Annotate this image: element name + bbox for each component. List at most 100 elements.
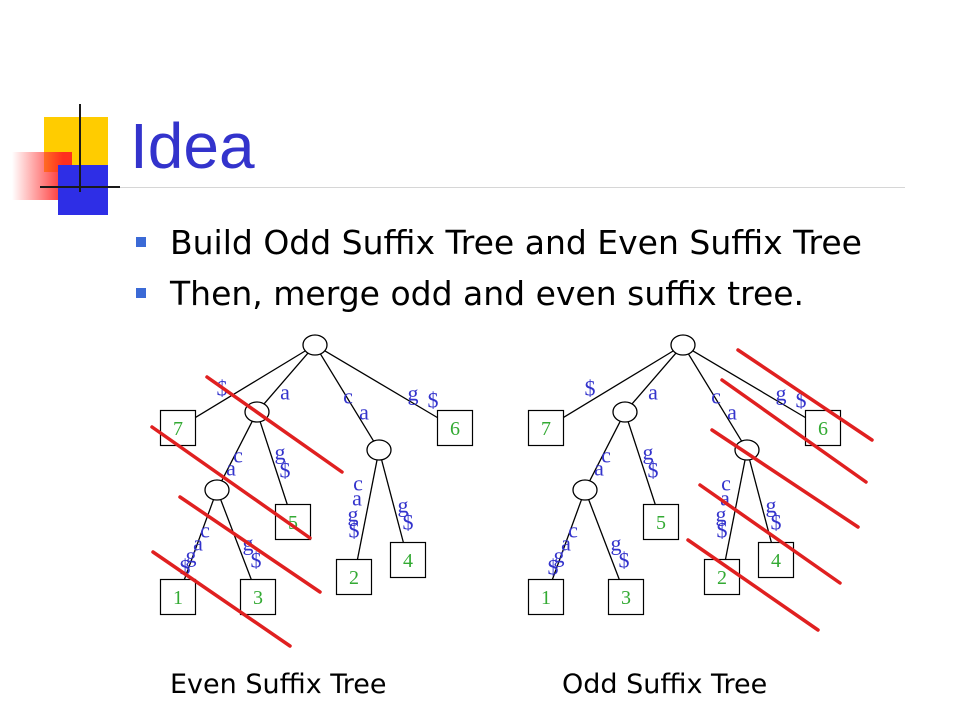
leaf-box [335, 558, 373, 596]
edge-label: g [643, 440, 654, 465]
edge-line [319, 353, 375, 442]
edge-label: c [233, 443, 243, 468]
odd-tree-caption: Odd Suffix Tree [562, 669, 768, 700]
leaf-box [389, 541, 427, 579]
edge-label: g [611, 531, 622, 556]
edge-label: $ [251, 548, 262, 573]
edge-label: $ [403, 510, 414, 535]
edge-label: $ [771, 510, 782, 535]
edge-label: $ [619, 548, 630, 573]
edge-label: c [568, 518, 578, 543]
edge-label: g [766, 493, 777, 518]
leaf-number: 6 [450, 418, 460, 440]
internal-node [572, 479, 598, 501]
strike-line [205, 375, 344, 474]
edge-line [588, 499, 620, 580]
bullet-text: Then, merge odd and even suffix tree. [170, 274, 805, 313]
edge-line [221, 420, 253, 482]
edge-label: a [359, 400, 369, 425]
edge-label: $ [796, 388, 807, 413]
leaf-number: 5 [288, 512, 298, 534]
edge-line [563, 350, 674, 418]
leaf-box [703, 558, 741, 596]
logo-vertical-line [79, 104, 81, 192]
edge-label: c [200, 518, 210, 543]
edge-label: $ [717, 518, 728, 543]
leaf-box [642, 503, 680, 541]
edge-line [589, 420, 621, 482]
leaf-box [436, 409, 474, 447]
leaf-box [607, 578, 645, 616]
strike-line [736, 348, 874, 442]
leaf-number: 6 [818, 418, 828, 440]
internal-node [734, 439, 760, 461]
leaf-box [159, 578, 197, 616]
leaf-number: 1 [173, 587, 183, 609]
edge-line [687, 353, 743, 442]
edge-line [324, 350, 438, 419]
leaf-number: 4 [771, 550, 781, 572]
edge-label: g [776, 381, 787, 406]
leaf-box [527, 578, 565, 616]
root-node [670, 334, 696, 356]
edge-label: c [721, 471, 731, 496]
edge-label: $ [648, 458, 659, 483]
edge-label: g [554, 543, 565, 568]
strike-line [150, 425, 312, 540]
edge-label: a [352, 486, 362, 511]
edge-label: $ [585, 376, 596, 401]
edge-label: c [353, 471, 363, 496]
internal-node [366, 439, 392, 461]
edge-line [356, 459, 378, 560]
strike-line [698, 483, 842, 585]
edge-label: $ [548, 555, 559, 580]
edge-label: c [601, 443, 611, 468]
internal-node [612, 401, 638, 423]
leaf-box [159, 409, 197, 447]
edge-label: $ [349, 518, 360, 543]
strike-line [178, 495, 322, 594]
edge-label: a [561, 531, 571, 556]
internal-node [204, 479, 230, 501]
leaf-number: 7 [173, 418, 183, 440]
strike-line [686, 538, 820, 632]
edge-line [551, 499, 583, 580]
logo-horizontal-line [40, 186, 120, 188]
edge-label: a [720, 486, 730, 511]
bullet-text: Build Odd Suffix Tree and Even Suffix Tr… [170, 223, 862, 262]
leaf-number: 1 [541, 587, 551, 609]
edge-label: a [648, 380, 658, 405]
edge-label: g [716, 502, 727, 527]
edge-label: g [275, 440, 286, 465]
edge-line [692, 350, 806, 419]
leaf-number: 4 [403, 550, 413, 572]
edge-label: $ [428, 388, 439, 413]
edge-line [259, 421, 288, 505]
edge-line [631, 352, 677, 405]
edge-line [380, 459, 405, 543]
title-underline-rule [120, 187, 905, 188]
edge-line [263, 352, 309, 405]
square-bullet-icon [136, 237, 146, 247]
edge-line [748, 459, 773, 543]
edge-line [627, 421, 656, 505]
strike-line [720, 378, 868, 484]
leaf-number: 3 [621, 587, 631, 609]
edge-label: g [408, 381, 419, 406]
edge-line [195, 350, 306, 418]
leaf-number: 2 [349, 567, 359, 589]
edge-label: a [727, 400, 737, 425]
leaf-box [239, 578, 277, 616]
leaf-number: 7 [541, 418, 551, 440]
edge-label: a [226, 456, 236, 481]
strike-line [710, 428, 860, 529]
leaf-number: 2 [717, 567, 727, 589]
edge-label: a [193, 531, 203, 556]
strike-line [151, 550, 292, 648]
edge-label: $ [280, 458, 291, 483]
edge-label: g [186, 543, 197, 568]
slide-title: Idea [130, 110, 255, 182]
